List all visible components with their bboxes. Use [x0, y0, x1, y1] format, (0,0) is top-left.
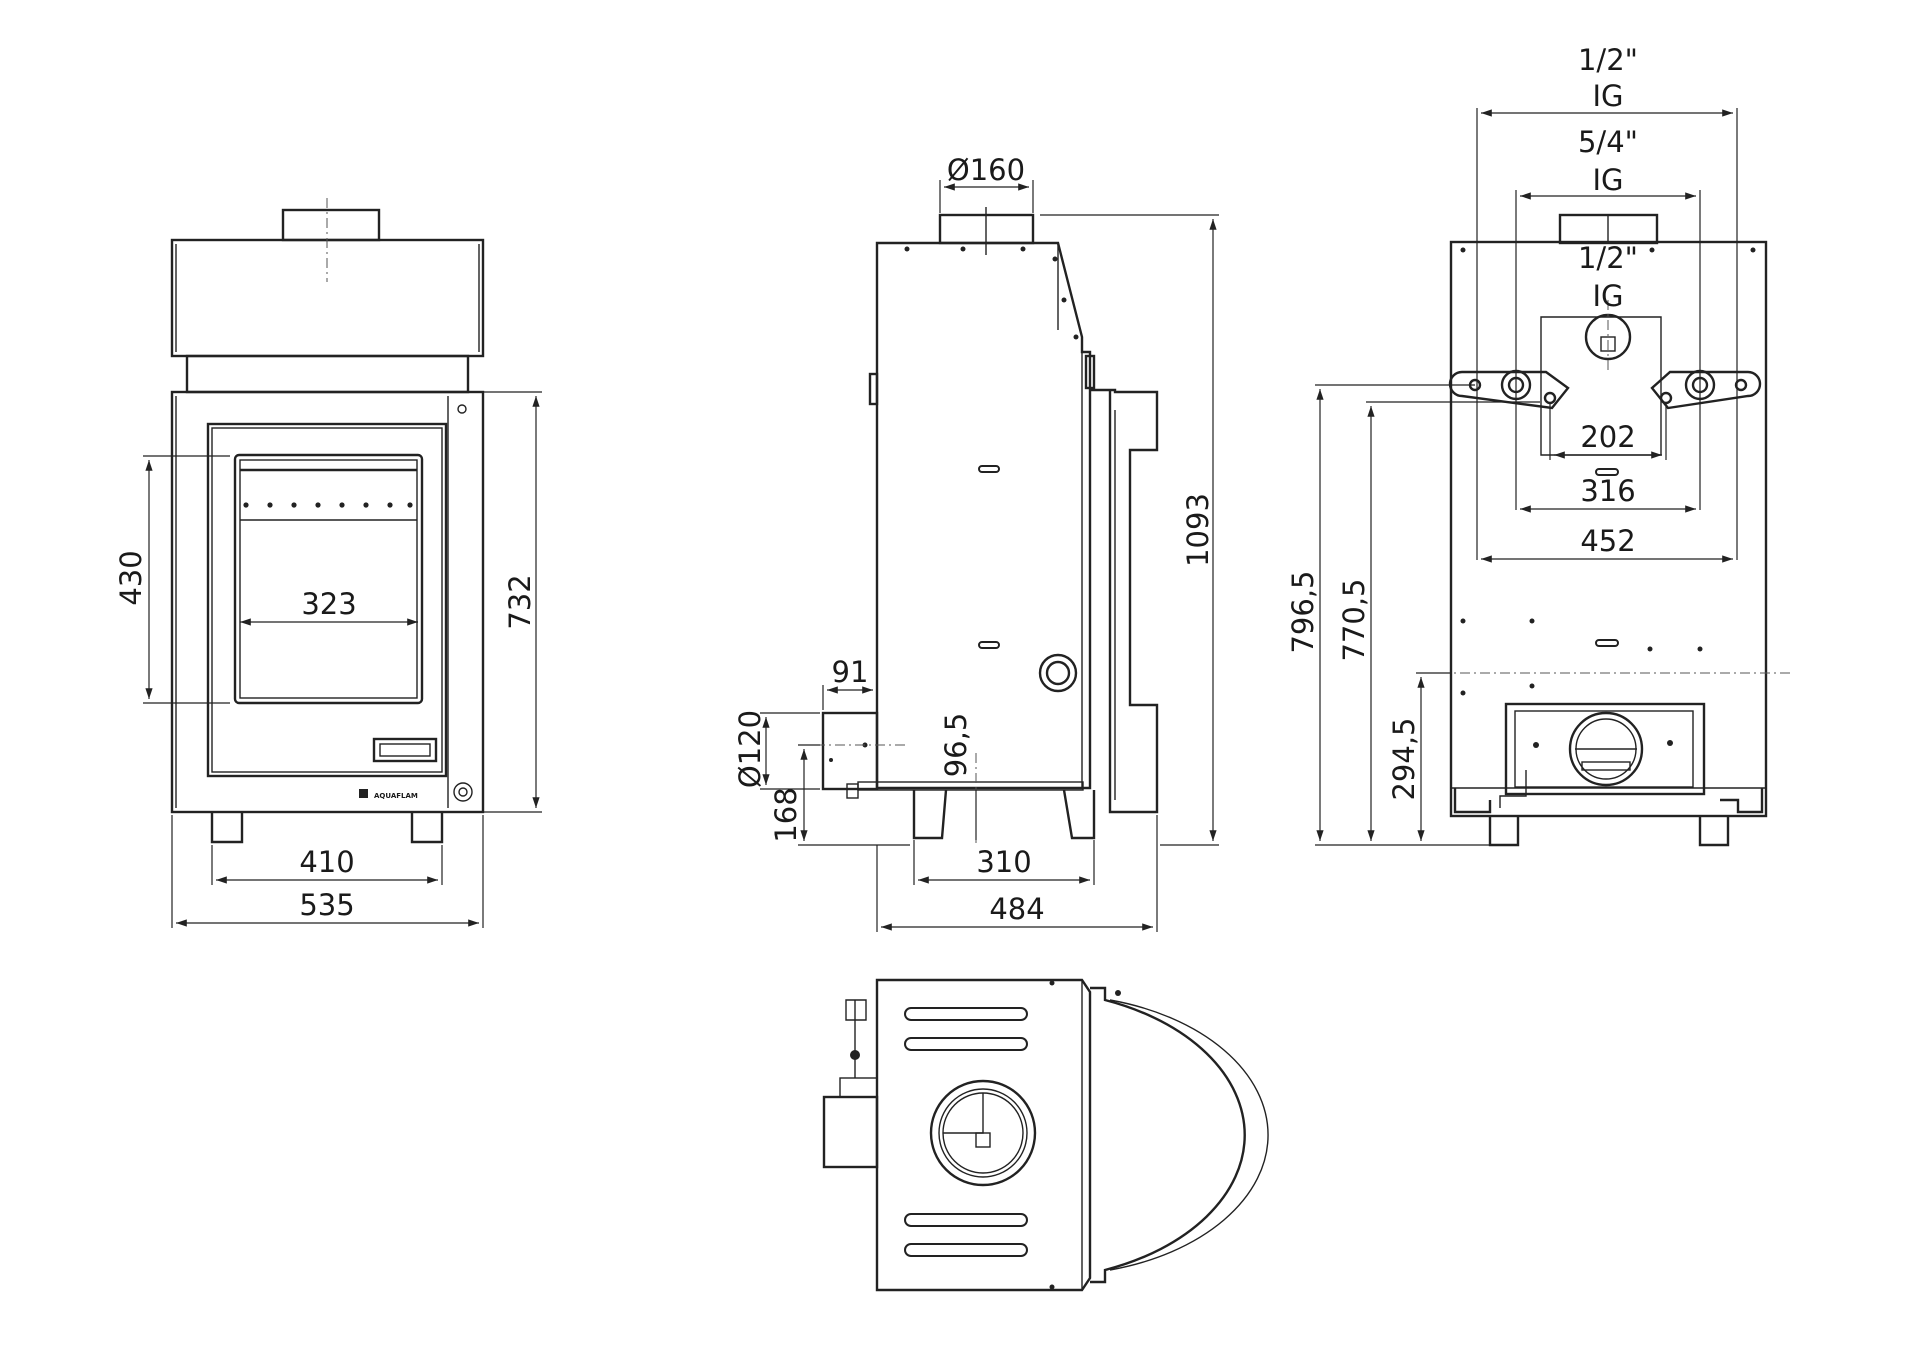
dim-height-294: 294,5 [1387, 717, 1421, 800]
top-flue-collar [929, 1079, 1037, 1187]
dim-conn-center: 1/2" [1578, 241, 1638, 275]
dim-conn-center-type: IG [1592, 279, 1623, 313]
dim-conn-mid: 5/4" [1578, 125, 1638, 159]
side-dimensions: Ø160 1093 91 Ø120 168 96,5 310 484 [733, 153, 1219, 932]
front-dimensions: 430 323 732 410 535 [114, 391, 542, 928]
rear-vent-slot-lower [1595, 639, 1619, 647]
brand-mark: AQUAFLAM [374, 792, 418, 800]
dim-intake-height: 168 [769, 787, 803, 842]
top-body-outline [875, 978, 1269, 1292]
side-rivets [904, 246, 1079, 340]
top-view [822, 978, 1269, 1292]
dim-flue-diameter: Ø160 [947, 153, 1025, 187]
front-body-outline [170, 208, 485, 814]
dim-height-770: 770,5 [1337, 578, 1371, 661]
side-air-intake [815, 711, 905, 791]
dim-span-316: 316 [1580, 474, 1635, 508]
front-legs [210, 812, 444, 844]
front-glass-door [233, 453, 424, 705]
rear-rivets [1460, 247, 1756, 696]
rear-vent-slot [1595, 468, 1619, 476]
side-view: Ø160 1093 91 Ø120 168 96,5 310 484 [733, 153, 1219, 932]
dim-conn-top-type: IG [1592, 79, 1623, 113]
front-logo-plate: AQUAFLAM [359, 789, 418, 800]
dim-glass-width: 323 [301, 587, 356, 621]
rear-right-flange [1650, 369, 1762, 410]
dim-side-depth: 484 [989, 892, 1044, 926]
front-top-knob [457, 404, 467, 414]
side-base [846, 781, 1096, 840]
dim-intake-diameter: Ø120 [733, 710, 767, 788]
dim-door-height: 430 [114, 550, 148, 605]
top-vent-slots [904, 1007, 1028, 1257]
side-vent-slots [978, 465, 1000, 649]
dim-total-height: 1093 [1181, 493, 1215, 567]
dim-side-leg-span: 310 [976, 845, 1031, 879]
dim-front-width: 535 [299, 888, 354, 922]
dim-height-796: 796,5 [1286, 570, 1320, 653]
front-regulator-knob [453, 782, 473, 802]
dim-front-height: 732 [503, 574, 537, 629]
side-body-outline [868, 207, 1159, 814]
dim-span-452: 452 [1580, 524, 1635, 558]
dim-span-202: 202 [1580, 420, 1635, 454]
top-air-intake [822, 999, 879, 1169]
side-water-pipe [1038, 653, 1078, 693]
rear-body-outline [1449, 213, 1768, 847]
rear-centerlines [1420, 300, 1790, 674]
front-view: AQUAFLAM 430 323 732 410 535 [114, 198, 542, 928]
dim-axis-height: 96,5 [939, 713, 973, 778]
dim-leg-span: 410 [299, 845, 354, 879]
rear-air-inlet [1499, 702, 1706, 808]
rear-view: 1/2" IG 5/4" IG 1/2" IG 202 316 452 796,… [1286, 43, 1790, 847]
front-ash-drawer-handle [372, 737, 438, 763]
dim-conn-mid-type: IG [1592, 163, 1623, 197]
rear-dimensions: 1/2" IG 5/4" IG 1/2" IG 202 316 452 796,… [1286, 43, 1738, 846]
dim-intake-depth: 91 [832, 655, 869, 689]
dim-conn-top: 1/2" [1578, 43, 1638, 77]
